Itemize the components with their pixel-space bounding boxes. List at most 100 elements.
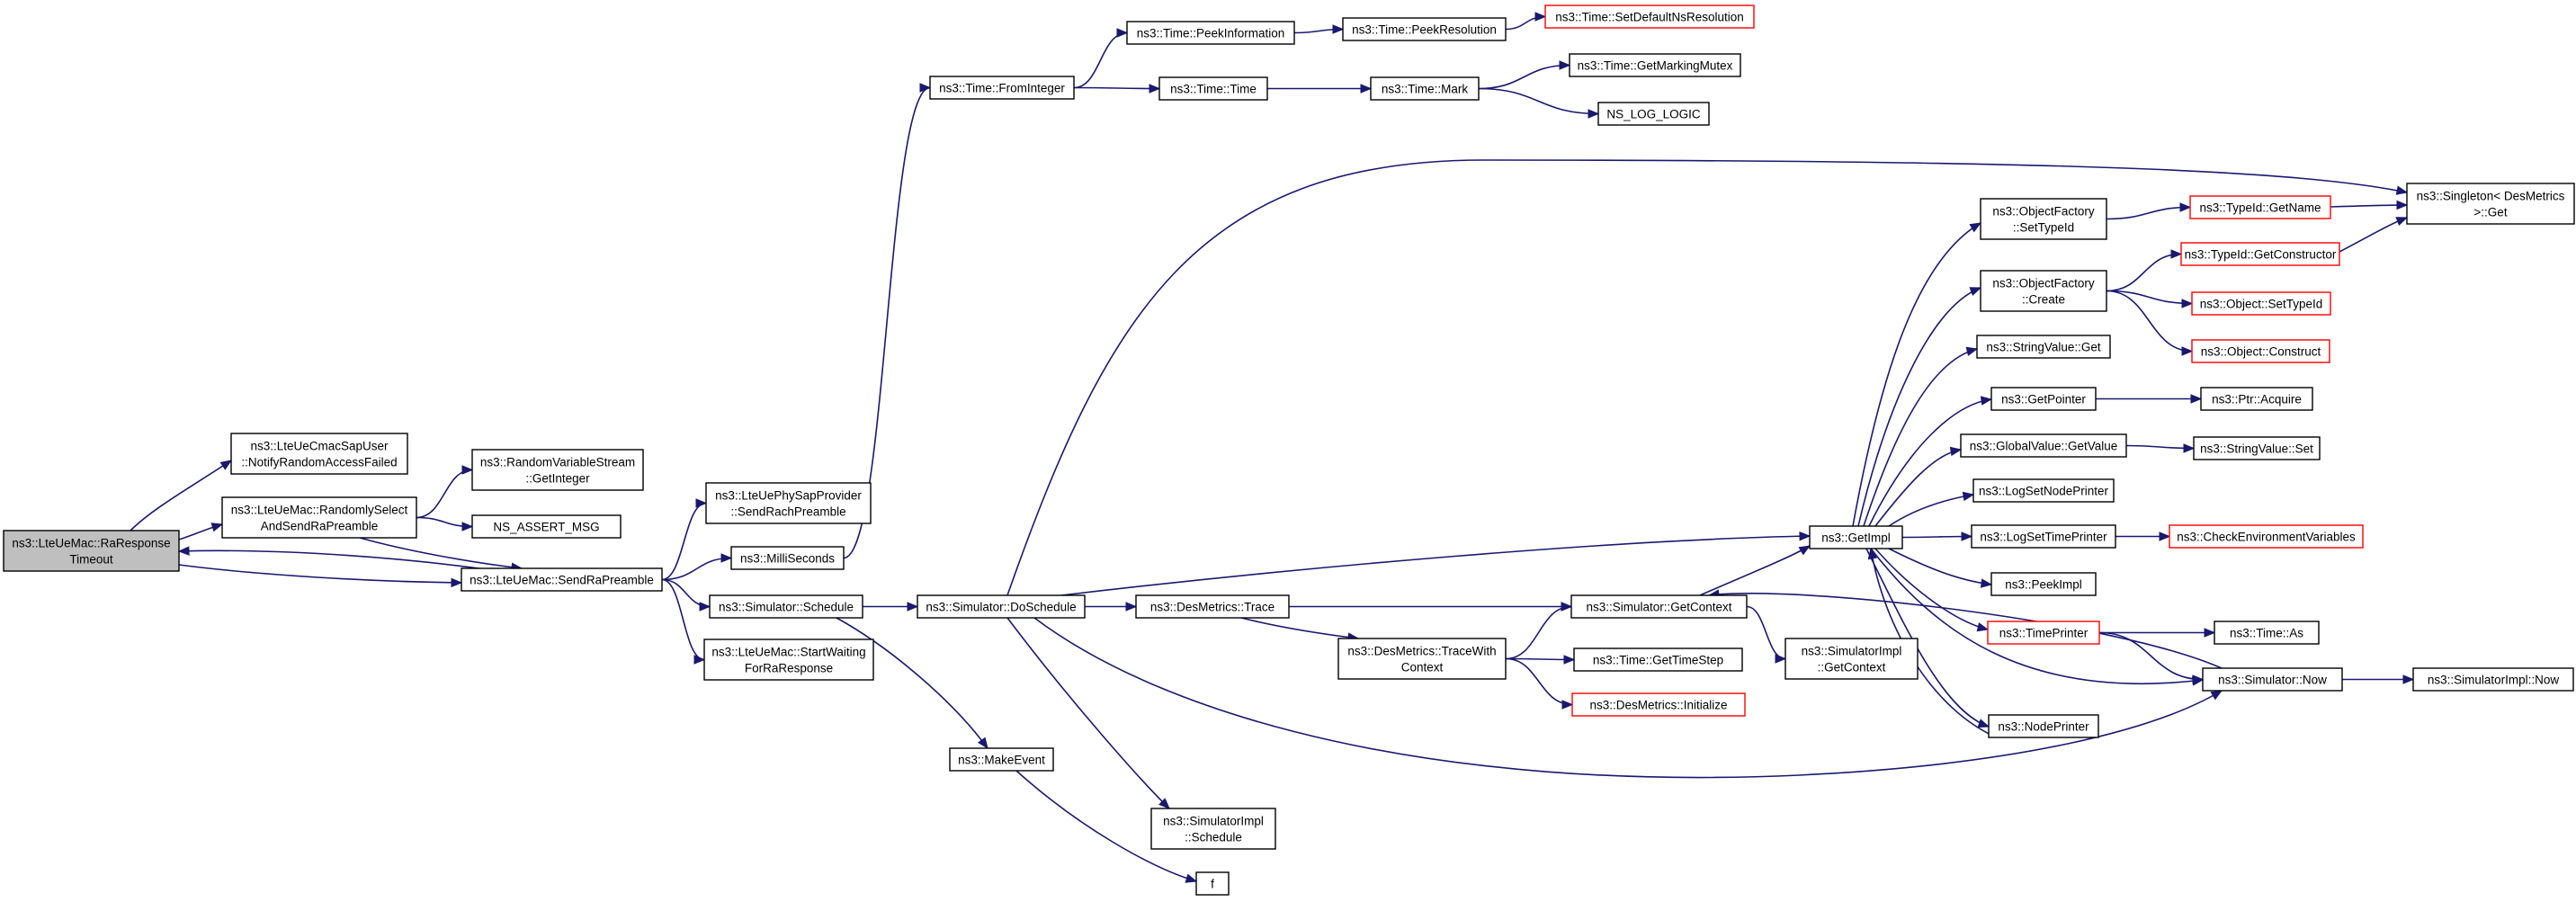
node-ofSetTypeId[interactable]: ns3::ObjectFactory::SetTypeId bbox=[1980, 198, 2107, 240]
node-label: ns3::Time::Time bbox=[1170, 83, 1257, 96]
node-peekResolution[interactable]: ns3::Time::PeekResolution bbox=[1342, 17, 1507, 41]
edge-makeEvent-to-fNode bbox=[1015, 770, 1198, 883]
edge-line bbox=[1865, 548, 1990, 728]
node-randSelect[interactable]: ns3::LteUeMac::RandomlySelectAndSendRaPr… bbox=[221, 496, 417, 539]
node-label: ns3::DesMetrics::TraceWith bbox=[1347, 645, 1496, 658]
node-label: ns3::Time::GetMarkingMutex bbox=[1578, 59, 1733, 73]
node-label: ns3::DesMetrics::Trace bbox=[1150, 601, 1275, 614]
edge-arrowhead bbox=[695, 498, 708, 508]
edge-line bbox=[1060, 535, 1811, 596]
node-timeAs[interactable]: ns3::Time::As bbox=[2214, 621, 2320, 645]
node-nsLogLogic[interactable]: NS_LOG_LOGIC bbox=[1597, 102, 1710, 126]
node-timeMark[interactable]: ns3::Time::Mark bbox=[1370, 76, 1480, 101]
node-ptrAcquire[interactable]: ns3::Ptr::Acquire bbox=[2200, 387, 2313, 411]
node-peekInformation[interactable]: ns3::Time::PeekInformation bbox=[1126, 21, 1295, 45]
node-label: ::GetContext bbox=[1818, 661, 1886, 674]
edge-peekResolution-to-setDefaultNsRes bbox=[1505, 12, 1547, 31]
edge-getContext-to-getImpl bbox=[1699, 545, 1811, 596]
node-label: ns3::Singleton< DesMetrics bbox=[2417, 190, 2565, 203]
node-getMarkingMutex[interactable]: ns3::Time::GetMarkingMutex bbox=[1569, 53, 1741, 77]
edge-arrowhead bbox=[1149, 84, 1161, 94]
node-peekImpl[interactable]: ns3::PeekImpl bbox=[1990, 572, 2097, 596]
node-box bbox=[2180, 242, 2340, 266]
node-notifyRaFailed[interactable]: ns3::LteUeCmacSapUser::NotifyRandomAcces… bbox=[230, 433, 408, 475]
node-simNow[interactable]: ns3::Simulator::Now bbox=[2202, 667, 2343, 692]
node-stringValueSet[interactable]: ns3::StringValue::Set bbox=[2193, 436, 2321, 460]
node-stringValueGet[interactable]: ns3::StringValue::Get bbox=[1976, 335, 2111, 359]
node-desInitialize[interactable]: ns3::DesMetrics::Initialize bbox=[1571, 692, 1746, 717]
node-box bbox=[730, 546, 845, 570]
edge-randSelect-to-nsAssertMsg bbox=[416, 516, 474, 531]
node-milliSeconds[interactable]: ns3::MilliSeconds bbox=[730, 546, 845, 570]
node-box bbox=[705, 482, 872, 524]
node-label: ns3::SimulatorImpl bbox=[1163, 815, 1264, 828]
edge-timeTime-to-timeMark bbox=[1267, 84, 1373, 94]
edge-fromInteger-to-peekInformation bbox=[1073, 28, 1129, 89]
node-label: ns3::SimulatorImpl::Now bbox=[2428, 674, 2560, 687]
edge-gvGetValue-to-stringValueSet bbox=[2125, 443, 2196, 453]
node-simImplNow[interactable]: ns3::SimulatorImpl::Now bbox=[2412, 667, 2574, 692]
node-getImpl[interactable]: ns3::GetImpl bbox=[1809, 525, 1903, 549]
node-simImplGetContext[interactable]: ns3::SimulatorImpl::GetContext bbox=[1784, 638, 1919, 680]
edge-arrowhead bbox=[1961, 531, 1973, 541]
edge-getImpl-to-ofSetTypeId bbox=[1852, 222, 1982, 527]
node-fromInteger[interactable]: ns3::Time::FromInteger bbox=[929, 76, 1075, 100]
node-doSchedule[interactable]: ns3::Simulator::DoSchedule bbox=[917, 594, 1086, 619]
node-typeIdGetName[interactable]: ns3::TypeId::GetName bbox=[2189, 195, 2331, 219]
node-box bbox=[1960, 433, 2127, 458]
edge-line bbox=[1505, 605, 1572, 660]
node-singletonGet[interactable]: ns3::Singleton< DesMetrics>::Get bbox=[2406, 183, 2575, 225]
node-objConstruct[interactable]: ns3::Object::Construct bbox=[2191, 339, 2330, 363]
edge-arrowhead bbox=[177, 546, 190, 556]
node-simImplSchedule[interactable]: ns3::SimulatorImpl::Schedule bbox=[1150, 808, 1276, 850]
edge-arrowhead bbox=[461, 465, 474, 475]
node-label: ns3::Simulator::GetContext bbox=[1586, 601, 1731, 614]
node-fNode[interactable]: f bbox=[1195, 871, 1230, 896]
node-typeIdGetCtor[interactable]: ns3::TypeId::GetConstructor bbox=[2180, 242, 2340, 266]
node-label: f bbox=[1211, 878, 1214, 891]
node-sendRaPreamble[interactable]: ns3::LteUeMac::SendRaPreamble bbox=[461, 567, 663, 592]
node-makeEvent[interactable]: ns3::MakeEvent bbox=[949, 747, 1054, 772]
node-nodePrinter[interactable]: ns3::NodePrinter bbox=[1988, 714, 2099, 738]
edge-getImpl-to-gvGetValue bbox=[1874, 446, 1963, 527]
node-box bbox=[2214, 621, 2320, 645]
node-simSchedule[interactable]: ns3::Simulator::Schedule bbox=[709, 594, 863, 619]
node-box bbox=[1135, 594, 1290, 619]
node-label: AndSendRaPreamble bbox=[261, 520, 379, 533]
node-rvsGetInteger[interactable]: ns3::RandomVariableStream::GetInteger bbox=[471, 449, 644, 491]
node-desTrace[interactable]: ns3::DesMetrics::Trace bbox=[1135, 594, 1290, 619]
node-box bbox=[1126, 21, 1295, 45]
node-objSetTypeId[interactable]: ns3::Object::SetTypeId bbox=[2191, 291, 2331, 316]
node-getPointer[interactable]: ns3::GetPointer bbox=[1990, 387, 2097, 411]
node-ofCreate[interactable]: ns3::ObjectFactory::Create bbox=[1980, 270, 2107, 312]
node-label: ns3::TimePrinter bbox=[1999, 627, 2089, 640]
edge-arrowhead bbox=[720, 553, 733, 563]
node-logSetTimePrinter[interactable]: ns3::LogSetTimePrinter bbox=[1971, 524, 2116, 549]
node-nsAssertMsg[interactable]: NS_ASSERT_MSG bbox=[471, 514, 622, 539]
node-timePrinter[interactable]: ns3::TimePrinter bbox=[1987, 621, 2100, 645]
node-checkEnvVars[interactable]: ns3::CheckEnvironmentVariables bbox=[2169, 524, 2364, 549]
node-sendRachPreamble[interactable]: ns3::LteUePhySapProvider::SendRachPreamb… bbox=[705, 482, 872, 524]
node-label: ns3::StringValue::Set bbox=[2200, 442, 2313, 456]
edge-line bbox=[843, 86, 931, 559]
node-getContext[interactable]: ns3::Simulator::GetContext bbox=[1570, 594, 1748, 619]
node-box bbox=[1972, 478, 2115, 503]
edge-line bbox=[1870, 548, 2204, 685]
node-logSetNodePrinter[interactable]: ns3::LogSetNodePrinter bbox=[1972, 478, 2115, 503]
node-setDefaultNsRes[interactable]: ns3::Time::SetDefaultNsResolution bbox=[1544, 4, 1755, 29]
edge-line bbox=[1901, 535, 1972, 539]
edge-arrowhead bbox=[1158, 798, 1170, 809]
node-timeTime[interactable]: ns3::Time::Time bbox=[1158, 76, 1268, 101]
edge-line bbox=[1505, 657, 1573, 706]
edge-timeMark-to-getMarkingMutex bbox=[1478, 60, 1571, 90]
node-gvGetValue[interactable]: ns3::GlobalValue::GetValue bbox=[1960, 433, 2127, 458]
edge-getContext-to-simImplGetContext bbox=[1746, 605, 1787, 664]
edge-arrowhead bbox=[1125, 602, 1138, 612]
edge-traceWithContext-to-getContext bbox=[1505, 602, 1573, 660]
node-getTimeStep[interactable]: ns3::Time::GetTimeStep bbox=[1573, 647, 1743, 672]
edge-arrowhead bbox=[2210, 690, 2223, 701]
edge-line bbox=[661, 502, 707, 581]
